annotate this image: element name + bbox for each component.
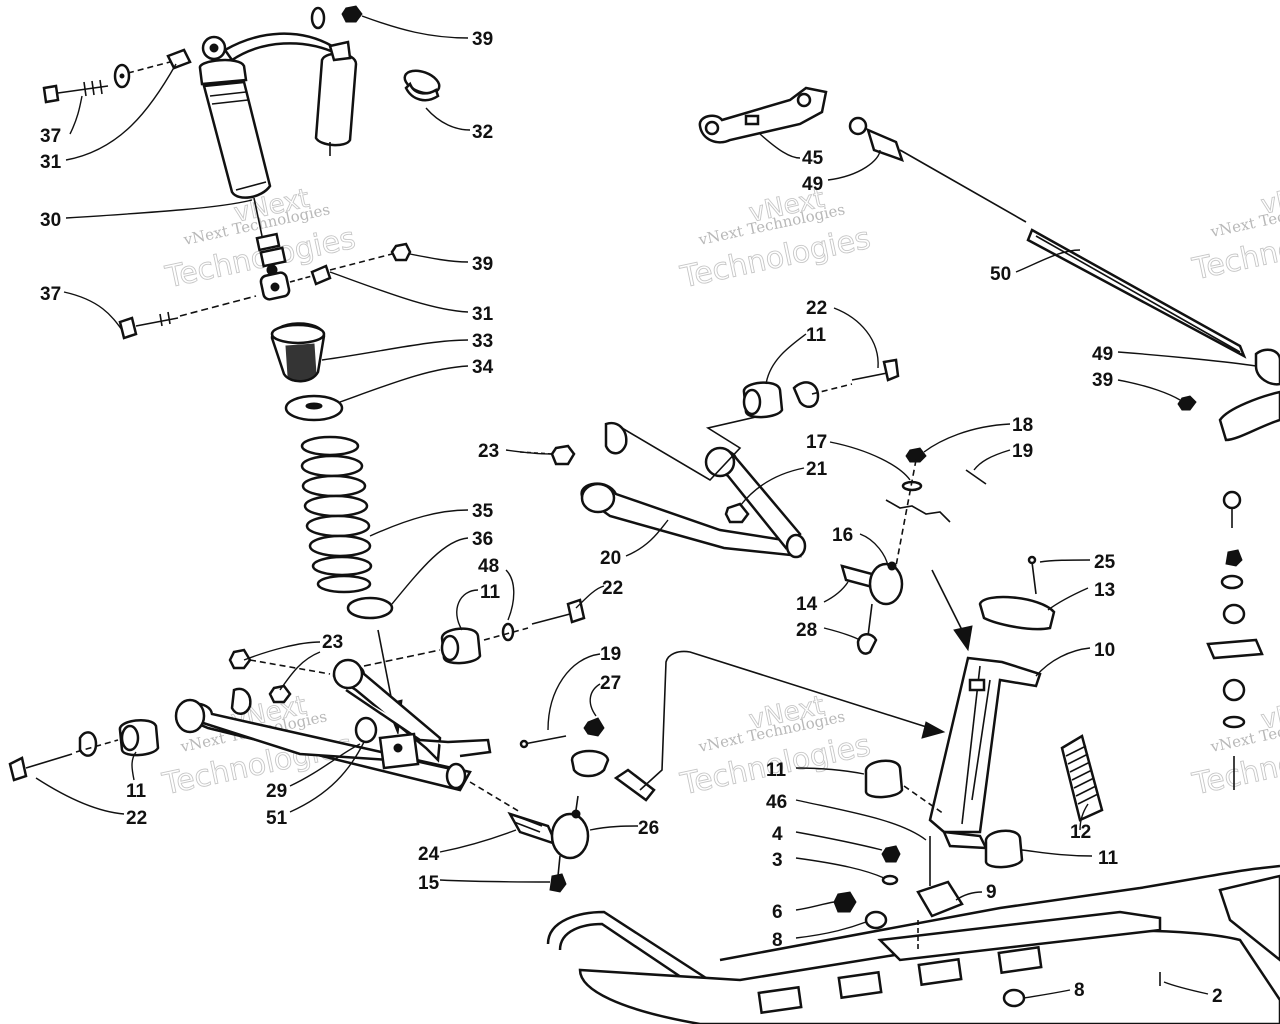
watermark-3: vNext vNext Technologies Technologies <box>1188 175 1280 288</box>
callout-51: 51 <box>266 808 288 829</box>
leader-lines <box>35 15 1257 999</box>
callout-23: 23 <box>322 632 343 653</box>
callout-10: 10 <box>1094 640 1115 661</box>
upper-a-arm <box>519 358 900 559</box>
spindle-spring-12 <box>1060 734 1104 822</box>
callout-20: 20 <box>600 548 621 569</box>
reservoir-hose <box>223 32 339 62</box>
tie-rod-assembly <box>698 86 1280 790</box>
callout-12: 12 <box>1070 822 1091 843</box>
lower-spring-seat-36 <box>346 596 394 620</box>
callout-8: 8 <box>772 930 783 951</box>
callout-22: 22 <box>126 808 147 829</box>
callout-4: 4 <box>772 824 783 845</box>
callout-49: 49 <box>802 174 823 195</box>
bushing-31-top <box>166 48 192 70</box>
callout-11: 11 <box>480 582 501 603</box>
ski <box>546 836 1280 1024</box>
callout-labels: 39 32 37 31 30 39 37 31 33 34 35 36 48 1… <box>40 29 1223 1007</box>
lower-a-arm <box>8 598 586 792</box>
callout-39: 39 <box>472 29 493 50</box>
callout-34: 34 <box>472 357 494 378</box>
callout-36: 36 <box>472 529 493 550</box>
callout-30: 30 <box>40 210 61 231</box>
callout-11: 11 <box>766 760 787 781</box>
callout-24: 24 <box>418 844 440 865</box>
callout-18: 18 <box>1012 415 1033 436</box>
spindle-assembly <box>864 555 1104 869</box>
callout-19: 19 <box>1012 441 1033 462</box>
callout-13: 13 <box>1094 580 1115 601</box>
watermark-6: vNext vNext Technologies Technologies <box>1188 690 1280 803</box>
callout-35: 35 <box>472 501 494 522</box>
callout-16: 16 <box>832 525 853 546</box>
shock-reservoir <box>314 52 358 147</box>
callout-25: 25 <box>1094 552 1116 573</box>
callout-17: 17 <box>806 432 827 453</box>
callout-23: 23 <box>478 441 499 462</box>
lower-ball-joint <box>469 717 610 893</box>
nut-39-top <box>341 5 363 23</box>
callout-22: 22 <box>806 298 827 319</box>
callout-31: 31 <box>40 152 62 173</box>
callout-8: 8 <box>1074 980 1085 1001</box>
callout-49: 49 <box>1092 344 1113 365</box>
callout-3: 3 <box>772 850 783 871</box>
callout-14: 14 <box>796 594 818 615</box>
callout-31: 31 <box>472 304 494 325</box>
callout-15: 15 <box>418 873 440 894</box>
shock-absorber-assembly <box>42 5 441 276</box>
callout-48: 48 <box>478 556 499 577</box>
clamp-32 <box>403 69 441 102</box>
callout-27: 27 <box>600 673 621 694</box>
callout-11: 11 <box>1098 848 1119 869</box>
shock-body <box>198 58 248 86</box>
callout-22: 22 <box>602 578 623 599</box>
callout-37: 37 <box>40 126 61 147</box>
spring-assembly <box>270 322 403 735</box>
bolt-37-top <box>42 79 109 104</box>
callout-21: 21 <box>806 459 828 480</box>
callout-39: 39 <box>472 254 493 275</box>
callout-45: 45 <box>802 148 824 169</box>
callout-19: 19 <box>600 644 621 665</box>
callout-26: 26 <box>638 818 659 839</box>
callout-39: 39 <box>1092 370 1113 391</box>
lower-shock-mount <box>118 242 412 340</box>
callout-32: 32 <box>472 122 493 143</box>
callout-37: 37 <box>40 284 61 305</box>
coil-spring-35 <box>300 435 373 594</box>
callout-11: 11 <box>806 325 827 346</box>
callout-9: 9 <box>986 882 997 903</box>
callout-6: 6 <box>772 902 783 923</box>
callout-11: 11 <box>126 781 147 802</box>
callout-29: 29 <box>266 781 287 802</box>
callout-2: 2 <box>1212 986 1223 1007</box>
callout-50: 50 <box>990 264 1011 285</box>
callout-46: 46 <box>766 792 787 813</box>
callout-33: 33 <box>472 331 493 352</box>
upper-ball-joint <box>840 447 987 655</box>
watermark-2: vNext vNext Technologies Technologies <box>676 183 874 296</box>
steering-rod <box>613 650 946 802</box>
callout-28: 28 <box>796 620 817 641</box>
